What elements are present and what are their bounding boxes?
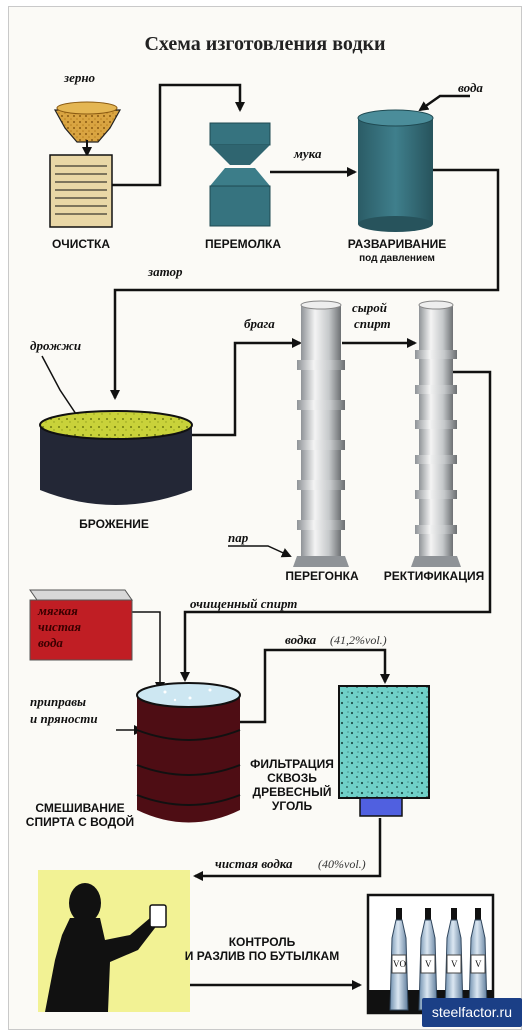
grain-pile <box>56 101 118 115</box>
flow-water <box>418 94 470 112</box>
label-spices-2: и пряности <box>30 711 98 726</box>
label-steam: пар <box>228 530 249 545</box>
stage-mixing: СМЕШИВАНИЕ <box>35 801 124 815</box>
flow-pure-vodka <box>193 818 382 881</box>
flow-cleaning-to-milling <box>112 83 245 187</box>
flow-vodka <box>240 648 390 724</box>
yeast-leader <box>41 355 81 421</box>
bottle-label-2: V <box>425 959 432 969</box>
boiling-tank <box>357 109 434 232</box>
stage-filtration-3: ДРЕВЕСНЫЙ <box>253 784 332 799</box>
bottle-label-4: V <box>475 959 482 969</box>
mill-machine <box>209 122 271 227</box>
stage-boiling: РАЗВАРИВАНИЕ <box>348 237 447 251</box>
stage-cleaning: ОЧИСТКА <box>52 237 110 251</box>
bottle-crate: VO V V V <box>366 893 495 1015</box>
label-mash: затор <box>147 264 183 279</box>
flow-steam <box>228 545 292 558</box>
grain-hopper <box>53 101 122 157</box>
distillation-column <box>293 300 349 567</box>
grain-funnel <box>53 109 122 143</box>
stage-filtration-1: ФИЛЬТРАЦИЯ <box>250 757 334 771</box>
soft-water-box <box>29 589 133 661</box>
cleaning-sieve <box>49 154 113 228</box>
label-spices-1: приправы <box>30 694 86 709</box>
label-vodka: водка <box>285 632 317 647</box>
label-yeast: дрожжи <box>30 338 81 353</box>
stage-boiling-sub: под давлением <box>359 253 435 264</box>
person-silhouette <box>45 883 167 1012</box>
label-soft-water-1: мягкая <box>37 603 78 618</box>
label-soft-water-3: вода <box>38 635 63 650</box>
label-purified-spirit: очищенный спирт <box>190 596 297 611</box>
label-raw-spirit-2: спирт <box>354 316 391 331</box>
label-vodka-abv: (41,2%vol.) <box>330 633 387 647</box>
mixing-barrel <box>136 682 241 823</box>
flow-mash <box>110 168 500 400</box>
stage-fermentation: БРОЖЕНИЕ <box>79 517 149 531</box>
control-panel <box>38 870 190 1012</box>
stage-filtration-2: СКВОЗЬ <box>267 771 317 785</box>
rectification-column <box>411 300 461 567</box>
watermark-badge[interactable]: steelfactor.ru <box>421 998 522 1027</box>
label-pure-vodka: чистая водка <box>215 856 293 871</box>
flow-soft-water <box>132 611 165 692</box>
stage-control-sub: И РАЗЛИВ ПО БУТЫЛКАМ <box>185 949 339 963</box>
stage-filtration-4: УГОЛЬ <box>272 799 313 813</box>
filtration-unit <box>338 685 430 817</box>
bottle-label-3: V <box>451 959 458 969</box>
label-grain: зерно <box>63 70 96 85</box>
stage-rectification: РЕКТИФИКАЦИЯ <box>384 569 484 583</box>
flow-brew <box>192 338 302 437</box>
fermentation-vat <box>39 410 193 505</box>
bottle-label-1: VO <box>393 959 406 969</box>
label-brew: брага <box>244 316 275 331</box>
stage-mixing-sub: СПИРТА С ВОДОЙ <box>26 814 134 829</box>
label-soft-water-2: чистая <box>38 619 81 634</box>
label-flour: мука <box>293 146 322 161</box>
label-pure-vodka-abv: (40%vol.) <box>318 857 366 871</box>
label-water: вода <box>458 80 483 95</box>
stage-control: КОНТРОЛЬ <box>229 935 296 949</box>
stage-milling: ПЕРЕМОЛКА <box>205 237 281 251</box>
flow-purified-spirit <box>180 370 492 682</box>
page-title: Схема изготовления водки <box>144 33 385 55</box>
stage-distillation: ПЕРЕГОНКА <box>285 569 359 583</box>
label-raw-spirit-1: сырой <box>352 300 387 315</box>
